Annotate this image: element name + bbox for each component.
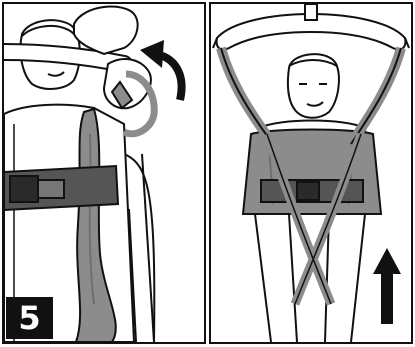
up-arrow-icon xyxy=(373,248,401,324)
attach-sling-loop-icon xyxy=(4,4,204,342)
right-panel-sling-lift xyxy=(209,2,413,344)
left-panel-attach-loop: 5 xyxy=(2,2,206,344)
sling-on-spreader-bar-icon xyxy=(211,4,411,342)
step-number-badge: 5 xyxy=(6,297,53,339)
